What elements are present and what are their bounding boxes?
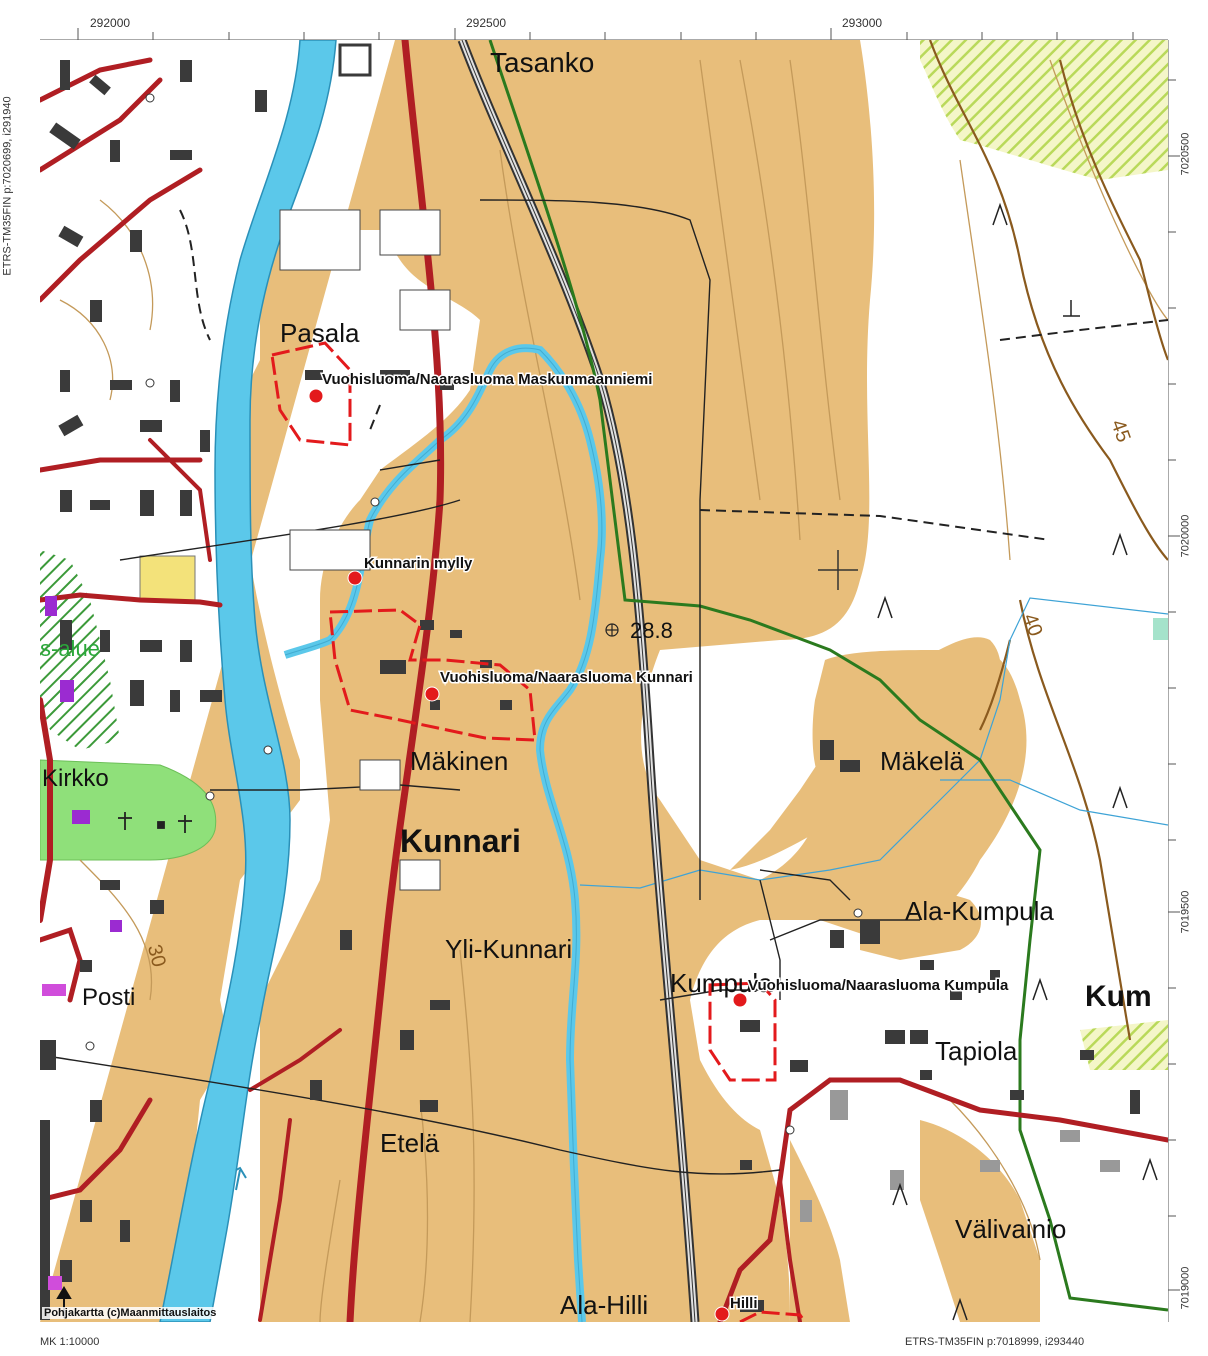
buildings: [40, 43, 1140, 1320]
top-tick-marks: [40, 28, 1168, 41]
label-ala-kumpula: Ala-Kumpula: [905, 896, 1054, 926]
right-tick-marks: [1167, 40, 1180, 1322]
label-yli-kunnari: Yli-Kunnari: [445, 934, 572, 964]
label-kumpula: Kumpula: [670, 968, 773, 998]
yellow-block: [139, 555, 196, 603]
building-lots: [279, 209, 451, 891]
label-etela: Etelä: [380, 1128, 440, 1158]
river-main: [159, 40, 337, 1322]
label-tapiola: Tapiola: [935, 1036, 1018, 1066]
purple-buildings: [42, 596, 122, 1290]
label-site-kumpula: Vuohisluoma/Naarasluoma Kumpula: [748, 977, 1009, 994]
survey-cross: [818, 550, 858, 590]
bottom-right-coordinate: ETRS-TM35FIN p:7018999, i293440: [905, 1336, 1085, 1348]
label-site-kunnarin-mylly: Kunnarin mylly: [364, 555, 473, 572]
field-areas: [40, 40, 1040, 1322]
label-elevation: 28.8: [630, 618, 673, 643]
label-kirkko: Kirkko: [42, 765, 109, 792]
label-kunnari: Kunnari: [400, 823, 521, 859]
label-makela: Mäkelä: [880, 746, 964, 776]
elevation-point-symbol: [605, 623, 619, 637]
label-site-hilli: Hilli: [730, 1295, 758, 1312]
top-tick-292000: 292000: [90, 16, 131, 30]
main-roads: [40, 40, 1168, 1322]
railway: [457, 40, 700, 1322]
top-tick-292500: 292500: [466, 16, 507, 30]
label-posti: Posti: [82, 984, 135, 1011]
label-tasanko: Tasanko: [490, 47, 594, 78]
rock-symbols: [877, 202, 1158, 1321]
label-site-maskunmaanniemi: Vuohisluoma/Naarasluoma Maskunmaanniemi: [322, 371, 652, 388]
label-site-kunnari: Vuohisluoma/Naarasluoma Kunnari: [440, 669, 693, 686]
scale-label: MK 1:10000: [40, 1336, 100, 1348]
light-blue-block: [1153, 618, 1168, 640]
label-pasala: Pasala: [280, 318, 360, 348]
label-valivainio: Välivainio: [955, 1214, 1066, 1244]
label-makinen: Mäkinen: [410, 746, 508, 776]
municipal-boundary: [488, 40, 1168, 1312]
dashed-paths: [179, 209, 1168, 541]
minor-roads: [40, 199, 920, 1175]
label-kum: Kum: [1085, 980, 1152, 1013]
map-credit: Pohjakartta (c)Maanmittauslaitos: [42, 1307, 219, 1319]
label-ala-hilli: Ala-Hilli: [560, 1290, 648, 1320]
park-area-kirkko: [40, 759, 217, 861]
junction-circles: [85, 93, 863, 1135]
hatched-area-northeast: [920, 40, 1168, 180]
church-crosses: [118, 812, 192, 833]
contour-lines-index: [928, 40, 1168, 1041]
top-tick-293000: 293000: [842, 16, 883, 30]
stream-main-outline: [284, 347, 603, 1322]
site-markers: [308, 388, 748, 1322]
site-boundaries: [270, 341, 807, 1322]
label-s-alue: s-alue: [40, 636, 100, 661]
hatched-area-east: [1080, 1020, 1168, 1070]
